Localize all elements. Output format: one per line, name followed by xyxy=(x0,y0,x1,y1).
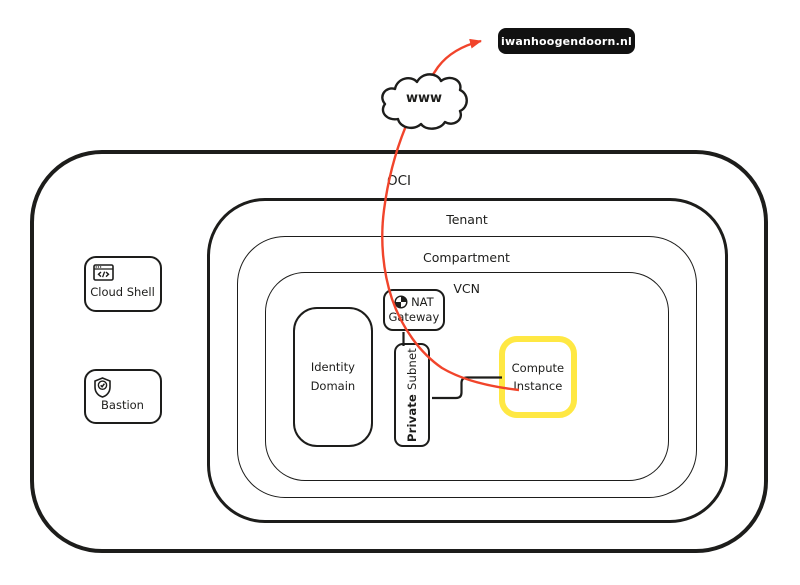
oci-label: OCI xyxy=(386,172,412,189)
identity-domain-label-line1: Identity xyxy=(310,359,355,374)
internet-label: www xyxy=(405,91,443,106)
nat-gateway-node: NAT Gateway xyxy=(382,288,445,331)
nat-gateway-label-line1: NAT xyxy=(411,294,434,309)
terminal-code-icon xyxy=(92,263,114,281)
website-label-pill: iwanhoogendoorn.nl xyxy=(498,28,635,54)
vcn-label: VCN xyxy=(453,280,480,296)
compute-instance-label-line1: Compute xyxy=(511,360,565,375)
oci-container: OCI Cloud Shell xyxy=(30,150,768,553)
nat-gateway-icon xyxy=(394,295,408,309)
bastion-node: Bastion xyxy=(83,368,162,424)
vcn-container: VCN Identity Domain xyxy=(264,271,669,481)
tenant-container: Tenant Compartment VCN Identity Domain xyxy=(206,197,728,523)
identity-domain-node: Identity Domain xyxy=(292,306,373,447)
private-subnet-label: PrivateSubnet xyxy=(404,347,419,442)
compute-instance-node: Compute Instance xyxy=(498,335,577,418)
private-subnet-node: PrivateSubnet xyxy=(393,342,430,447)
cloud-shell-label: Cloud Shell xyxy=(90,284,155,299)
nat-gateway-label-line2: Gateway xyxy=(388,309,440,324)
bastion-label: Bastion xyxy=(101,397,144,412)
compartment-label: Compartment xyxy=(423,249,510,265)
identity-domain-label-line2: Domain xyxy=(310,378,356,393)
website-label: iwanhoogendoorn.nl xyxy=(501,34,632,48)
compute-instance-label-line2: Instance xyxy=(513,378,563,393)
shield-check-icon xyxy=(93,376,112,398)
cloud-shell-node: Cloud Shell xyxy=(83,255,162,312)
tenant-label: Tenant xyxy=(446,211,488,227)
compartment-container: Compartment VCN Identity Domain xyxy=(236,235,697,498)
